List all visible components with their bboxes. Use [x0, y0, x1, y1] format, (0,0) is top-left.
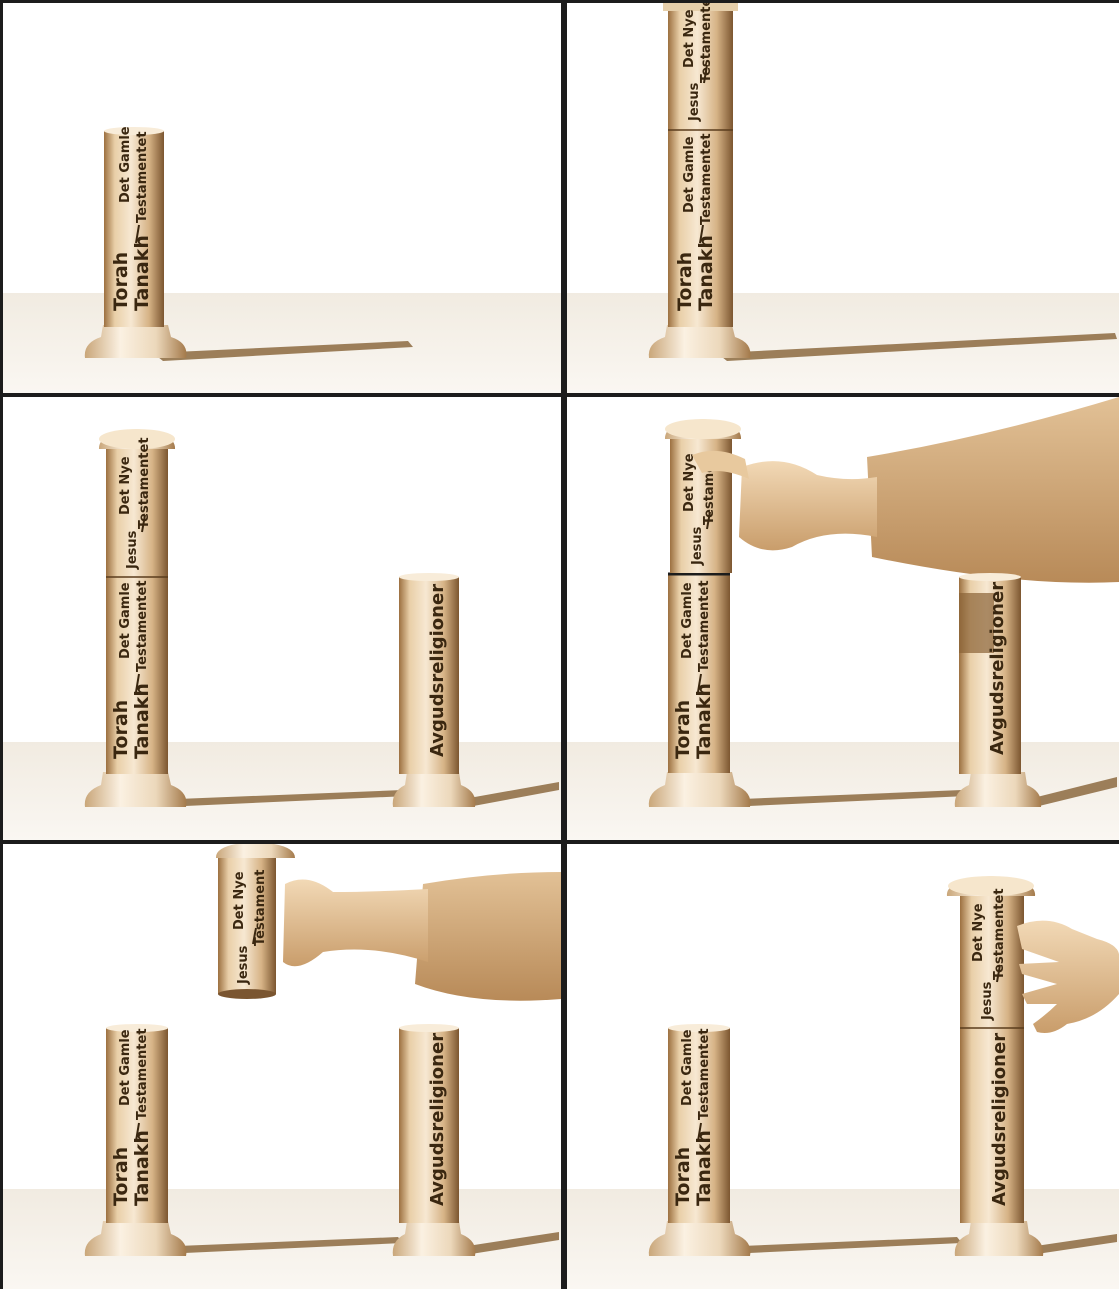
panel-6-scene: Torah Tanakh Det Gamle Testamentet Jesus…: [567, 844, 1119, 1289]
label-det-gamle: Det Gamle: [682, 136, 697, 213]
label-jesus: Jesus: [687, 82, 702, 122]
nt-segment-lifted: Jesus Det Nye Testamen: [665, 419, 741, 573]
label-det-gamle: Det Gamle: [118, 582, 133, 659]
label-det-gamle: Det Gamle: [680, 582, 695, 659]
label-det-gamle: Det Gamle: [118, 126, 133, 203]
label-avgudsreligioner: Avgudsreligioner: [427, 584, 448, 757]
panel-2-scene: Torah Tanakh Det Gamle Testamentet Jesus…: [567, 3, 1119, 393]
panel-5: Torah Tanakh Det Gamle Testamentet Jesus…: [3, 844, 561, 1289]
label-torah: Torah: [672, 1147, 694, 1206]
panel-5-scene: Torah Tanakh Det Gamle Testamentet Jesus…: [3, 844, 561, 1289]
label-avgudsreligioner: Avgudsreligioner: [427, 1033, 448, 1206]
panel-2: Torah Tanakh Det Gamle Testamentet Jesus…: [567, 3, 1119, 393]
label-tanakh: Tanakh: [695, 235, 717, 311]
label-det-nye: Det Nye: [971, 903, 986, 962]
label-jesus: Jesus: [125, 530, 140, 570]
label-tanakh: Tanakh: [131, 1130, 153, 1206]
panel-4-scene: Torah Tanakh Det Gamle Testamentet Jesus…: [567, 397, 1119, 840]
label-det-nye: Det Nye: [118, 456, 133, 515]
label-det-nye: Det Nye: [232, 871, 247, 930]
label-torah: Torah: [110, 700, 132, 759]
label-tanakh: Tanakh: [693, 683, 715, 759]
label-testamentet-nt: Testamentet: [699, 3, 714, 83]
label-testamentet: Testamentet: [697, 1028, 712, 1120]
panel-3-scene: Torah Tanakh Det Gamle Testamentet Jesus…: [3, 397, 561, 840]
panel-4: Torah Tanakh Det Gamle Testamentet Jesus…: [567, 397, 1119, 840]
label-torah: Torah: [674, 252, 696, 311]
label-det-nye: Det Nye: [682, 9, 697, 68]
label-jesus: Jesus: [980, 981, 995, 1021]
panel-3: Torah Tanakh Det Gamle Testamentet Jesus…: [3, 397, 561, 840]
label-det-gamle: Det Gamle: [680, 1029, 695, 1106]
label-tanakh: Tanakh: [131, 683, 153, 759]
label-testamentet: Testamentet: [135, 1028, 150, 1120]
label-tanakh: Tanakh: [693, 1130, 715, 1206]
label-testamentet-nt: Testamentet: [137, 437, 152, 529]
panel-6: Torah Tanakh Det Gamle Testamentet Jesus…: [567, 844, 1119, 1289]
label-testament: Testament: [253, 869, 268, 946]
label-testamentet: Testamentet: [697, 580, 712, 672]
label-avgudsreligioner: Avgudsreligioner: [987, 582, 1008, 755]
label-testamentet: Testamentet: [135, 580, 150, 672]
label-avgudsreligioner: Avgudsreligioner: [989, 1033, 1010, 1206]
label-jesus: Jesus: [690, 526, 705, 566]
label-testamentet-nt: Testamentet: [992, 888, 1007, 980]
label-det-nye: Det Nye: [682, 453, 697, 512]
label-torah: Torah: [672, 700, 694, 759]
label-testamentet: Testamentet: [699, 133, 714, 225]
label-torah: Torah: [110, 1147, 132, 1206]
label-torah: Torah: [110, 252, 132, 311]
label-testamentet: Testamentet: [135, 131, 150, 223]
panel-1: Torah Tanakh Det Gamle Testamentet: [3, 3, 561, 393]
panel-1-scene: Torah Tanakh Det Gamle Testamentet: [3, 3, 561, 393]
label-det-gamle: Det Gamle: [118, 1029, 133, 1106]
label-tanakh: Tanakh: [131, 235, 153, 311]
label-jesus: Jesus: [236, 945, 251, 985]
